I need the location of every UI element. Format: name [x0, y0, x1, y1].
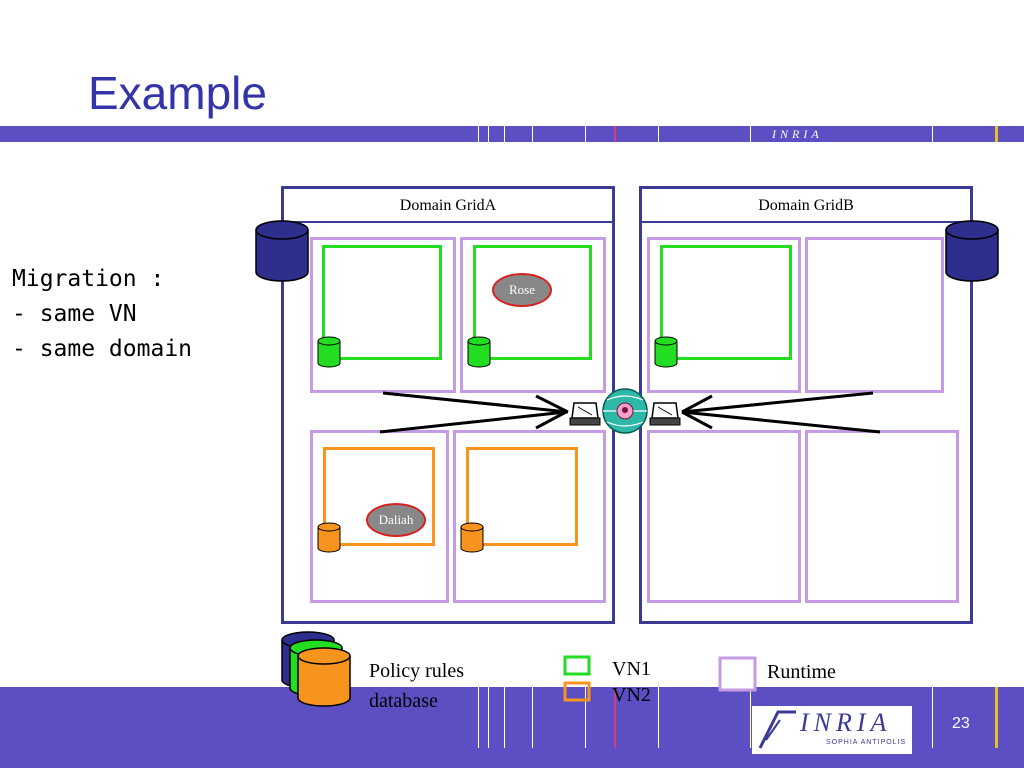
inria-logo-text: INRIA — [800, 708, 892, 737]
vn2-node-a3 — [323, 447, 435, 546]
database-icon — [255, 220, 309, 282]
database-icon — [317, 336, 341, 368]
migration-arrows — [379, 391, 881, 434]
database-icon — [460, 522, 484, 553]
runtime-legend-swatch — [718, 656, 757, 692]
database-icon — [654, 336, 678, 368]
migration-line-2: - same VN — [12, 301, 137, 327]
vn1-legend-swatch — [563, 655, 591, 676]
policy-database-icon — [281, 631, 351, 707]
vn1-node-b1 — [660, 245, 792, 360]
vn2-node-a4 — [466, 447, 578, 546]
rose-node: Rose — [492, 273, 552, 307]
slide-title: Example — [88, 67, 267, 119]
computer-icon — [569, 402, 601, 426]
vn1-node-a2 — [473, 245, 592, 360]
vn2-legend-swatch — [563, 681, 591, 702]
runtime-b4 — [805, 430, 959, 603]
network-globe-icon — [602, 388, 648, 434]
runtime-b3 — [647, 430, 801, 603]
runtime-b2 — [805, 237, 944, 393]
migration-text: Migration : - same VN - same domain — [12, 262, 192, 367]
database-icon — [317, 522, 341, 553]
runtime-b1 — [647, 237, 801, 393]
legend-vn1: VN1 — [612, 658, 651, 680]
domain-grid-b-title: Domain GridB — [642, 189, 970, 223]
legend-policy-line-1: Policy rules — [369, 660, 464, 682]
database-icon — [467, 336, 491, 368]
domain-grid-a-title: Domain GridA — [284, 189, 612, 223]
vn1-node-a1 — [322, 245, 442, 360]
legend-vn2: VN2 — [612, 684, 651, 706]
top-bar — [0, 126, 1024, 142]
migration-line-3: - same domain — [12, 336, 193, 362]
migration-line-1: Migration : — [12, 266, 165, 292]
legend-runtime: Runtime — [767, 661, 836, 683]
database-icon — [945, 220, 999, 282]
runtime-a3 — [310, 430, 449, 603]
inria-logo-subtitle: SOPHIA ANTIPOLIS — [826, 739, 907, 746]
daliah-node: Daliah — [366, 503, 426, 537]
runtime-a4 — [453, 430, 606, 603]
top-logo: INRIA — [772, 127, 823, 141]
legend-policy-line-2: database — [369, 690, 438, 712]
inria-emblem-icon — [758, 710, 796, 749]
page-number: 23 — [952, 715, 970, 732]
computer-icon — [649, 402, 681, 426]
